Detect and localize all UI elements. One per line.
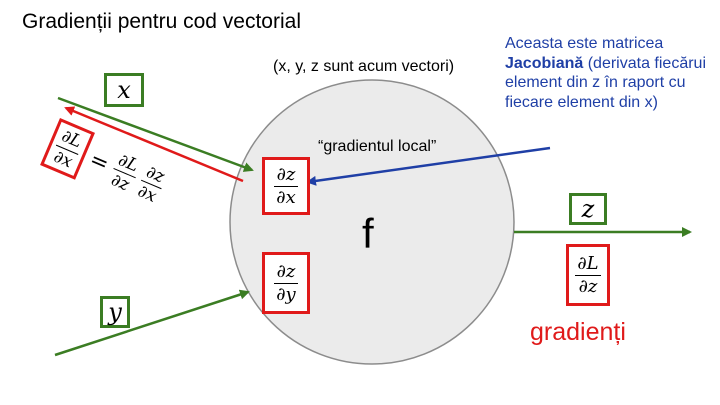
gradients-label: gradienți xyxy=(530,318,626,346)
z-box: z xyxy=(569,193,607,225)
fraction-numerator: ∂z xyxy=(276,260,296,282)
equals-sign: = xyxy=(85,147,113,178)
dz-dy-fraction: ∂z ∂y xyxy=(274,260,298,305)
jacobian-note-prefix: Aceasta este matricea xyxy=(505,35,664,52)
upstream-gradient-dl-dz-box: ∂L ∂z xyxy=(566,244,610,306)
fraction-denominator: ∂x xyxy=(276,186,296,208)
z-symbol: z xyxy=(581,195,595,223)
y-symbol: y xyxy=(108,298,122,326)
y-box: y xyxy=(100,296,130,328)
input-y-arrow xyxy=(54,289,250,357)
fraction-bar xyxy=(274,282,298,284)
input-x-arrow xyxy=(57,96,254,172)
fraction-bar xyxy=(274,185,298,187)
x-box: x xyxy=(104,73,144,107)
jacobian-note: Aceasta este matricea Jacobiană (derivat… xyxy=(505,34,715,112)
gradient-x-arrow xyxy=(64,106,244,183)
page-title: Gradienții pentru cod vectorial xyxy=(22,10,301,33)
vectors-note: (x, y, z sunt acum vectori) xyxy=(273,58,455,75)
fraction-numerator: ∂L xyxy=(577,252,599,274)
fraction-bar xyxy=(575,274,601,276)
jacobian-pointer-arrow xyxy=(306,146,551,186)
local-gradient-dz-dx-box: ∂z ∂x xyxy=(262,157,310,215)
fraction-denominator: ∂z xyxy=(578,275,598,297)
local-gradient-dz-dy-box: ∂z ∂y xyxy=(262,252,310,314)
local-gradient-label: “gradientul local” xyxy=(318,138,437,155)
dz-dx-fraction: ∂z ∂x xyxy=(274,163,298,208)
fraction-numerator: ∂z xyxy=(276,163,296,185)
jacobian-note-rest: (derivata fiecărui element din z în rapo… xyxy=(505,54,706,111)
dl-dz-fraction: ∂L ∂z xyxy=(575,252,601,297)
fraction-denominator: ∂y xyxy=(276,283,296,305)
jacobian-note-highlight: Jacobiană xyxy=(505,54,584,72)
dl-dx-fraction: ∂L ∂x xyxy=(48,126,86,173)
x-symbol: x xyxy=(117,76,131,104)
function-label: f xyxy=(362,210,374,257)
